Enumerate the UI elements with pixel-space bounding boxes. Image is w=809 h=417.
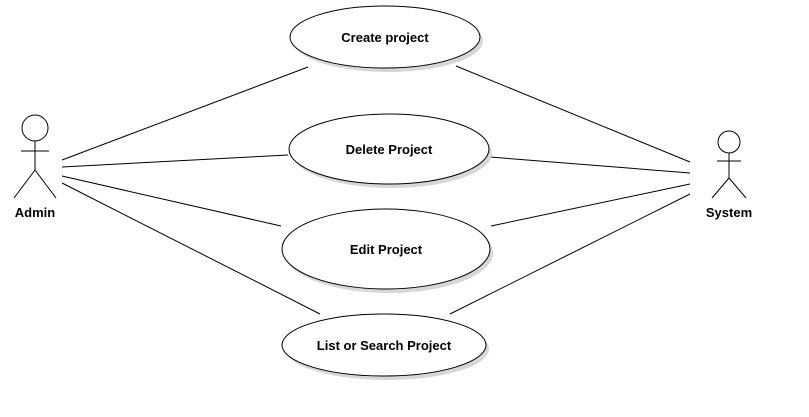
association-admin-list [61,182,321,315]
association-admin-edit [61,175,282,227]
association-system-list [449,193,691,315]
use-case-edit-project[interactable]: Edit Project [281,208,493,293]
use-case-label: Delete Project [346,142,433,157]
association-system-edit [490,183,691,227]
use-case-delete-project[interactable]: Delete Project [288,113,492,188]
association-system-create [455,65,691,163]
actor-label: Admin [15,205,56,220]
use-case-label: Edit Project [350,242,423,257]
stick-figure-icon [711,130,747,199]
association-system-delete [489,156,691,174]
use-case-create-project[interactable]: Create project [289,5,483,72]
associations [61,65,691,315]
actor-admin[interactable]: Admin [13,114,57,220]
actor-system[interactable]: System [706,130,752,220]
stick-figure-icon [13,114,57,199]
use-case-label: Create project [341,30,429,45]
association-admin-create [61,66,309,161]
actor-label: System [706,205,752,220]
use-case-list-or-search-project[interactable]: List or Search Project [281,313,489,380]
association-admin-delete [61,154,289,168]
use-case-label: List or Search Project [317,338,452,353]
